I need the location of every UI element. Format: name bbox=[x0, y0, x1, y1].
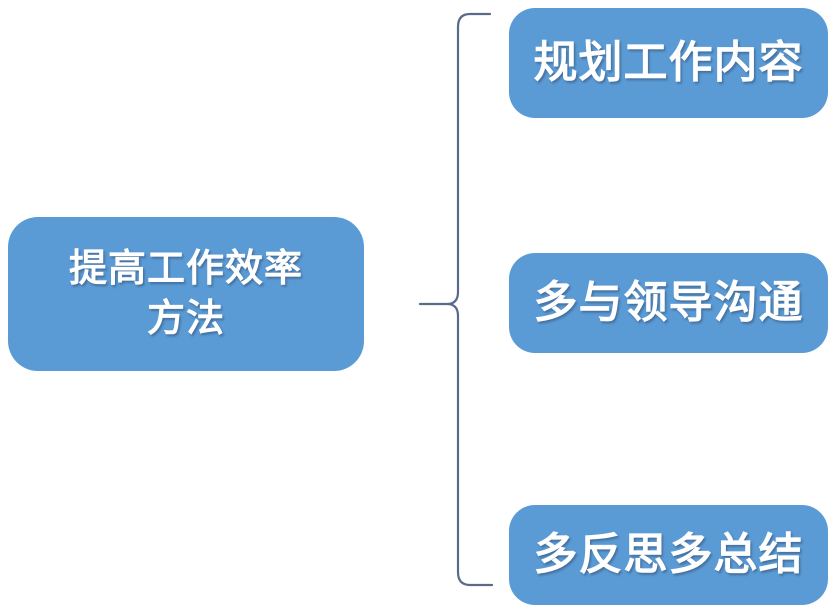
branch-node-1[interactable]: 规划工作内容 bbox=[509, 8, 828, 118]
root-node-label-line2: 方法 bbox=[146, 298, 225, 340]
root-node-label-line1: 提高工作效率 bbox=[68, 247, 303, 290]
branch-node-3[interactable]: 多反思多总结 bbox=[509, 505, 828, 605]
branch-node-2[interactable]: 多与领导沟通 bbox=[509, 253, 828, 353]
branch-node-1-label: 规划工作内容 bbox=[533, 37, 804, 87]
brace-path bbox=[418, 12, 494, 587]
root-node[interactable]: 提高工作效率 方法 bbox=[8, 217, 364, 371]
branch-node-3-label: 多反思多总结 bbox=[533, 529, 804, 579]
root-node-label: 提高工作效率 方法 bbox=[69, 244, 303, 344]
branch-node-2-label: 多与领导沟通 bbox=[533, 277, 804, 327]
